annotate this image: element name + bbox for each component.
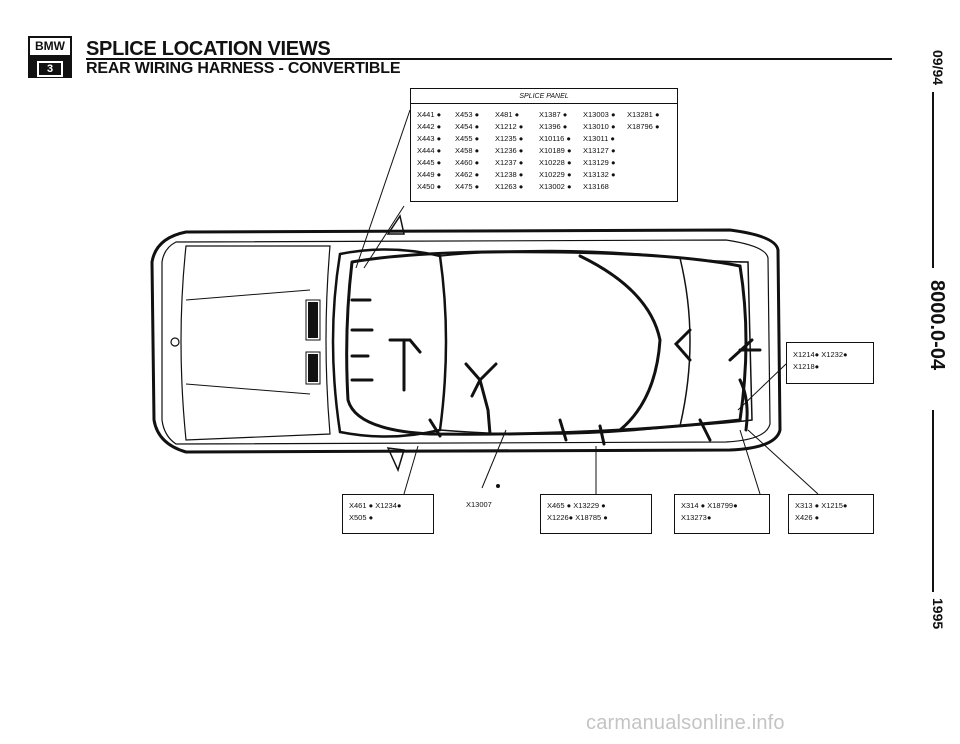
callout-line: X465 ● X13229 ● — [547, 501, 606, 510]
callout-x13007: X13007 — [466, 500, 492, 509]
splice-label: X442 ● — [417, 122, 442, 131]
splice-label: X10116 ● — [539, 134, 571, 143]
callout-line: X13273● — [681, 513, 712, 522]
splice-label: X460 ● — [455, 158, 480, 167]
splice-label: X10229 ● — [539, 170, 572, 179]
splice-label: X475 ● — [455, 182, 480, 191]
splice-label: X13127 ● — [583, 146, 616, 155]
callout-line: X314 ● X18799● — [681, 501, 738, 510]
splice-label: X13129 ● — [583, 158, 616, 167]
splice-label: X1212 ● — [495, 122, 524, 131]
splice-panel-box: SPLICE PANEL X441 ● X453 ● X481 ● X1387 … — [410, 88, 678, 202]
splice-label: X13132 ● — [583, 170, 616, 179]
splice-label: X1236 ● — [495, 146, 524, 155]
bmw-logo-text: BMW — [28, 36, 72, 57]
callout-box-bottom-left: X461 ● X1234● X505 ● — [342, 494, 434, 534]
splice-dot — [496, 484, 500, 488]
splice-label: X462 ● — [455, 170, 480, 179]
callout-box-bottom-mid: X465 ● X13229 ● X1226● X18785 ● — [540, 494, 652, 534]
splice-label: X455 ● — [455, 134, 480, 143]
splice-label: X18796 ● — [627, 122, 660, 131]
splice-label: X13168 — [583, 182, 609, 191]
car-outline — [150, 214, 782, 473]
splice-label: X13003 ● — [583, 110, 616, 119]
callout-box-right-mid: X1214● X1232● X1218● — [786, 342, 874, 384]
callout-line: X461 ● X1234● — [349, 501, 402, 510]
splice-label: X1237 ● — [495, 158, 524, 167]
splice-label: X10189 ● — [539, 146, 572, 155]
splice-label: X13010 ● — [583, 122, 616, 131]
title-rule — [86, 58, 892, 60]
splice-label: X458 ● — [455, 146, 480, 155]
callout-box-bottom-right-1: X314 ● X18799● X13273● — [674, 494, 770, 534]
callout-line: X426 ● — [795, 513, 820, 522]
watermark-text: carmanualsonline.info — [586, 712, 785, 734]
splice-label: X13281 ● — [627, 110, 660, 119]
splice-label: X444 ● — [417, 146, 442, 155]
splice-label: X1263 ● — [495, 182, 524, 191]
splice-label: X13011 ● — [583, 134, 615, 143]
grille-fill — [308, 302, 318, 382]
callout-box-bottom-right-2: X313 ● X1215● X426 ● — [788, 494, 874, 534]
splice-label: X441 ● — [417, 110, 442, 119]
splice-label: X445 ● — [417, 158, 442, 167]
callout-line: X1226● X18785 ● — [547, 513, 608, 522]
splice-label: X1235 ● — [495, 134, 524, 143]
splice-label: X449 ● — [417, 170, 442, 179]
series-number: 3 — [37, 61, 63, 77]
margin-rule-top — [932, 92, 934, 268]
splice-label: X1396 ● — [539, 122, 568, 131]
splice-label: X10228 ● — [539, 158, 572, 167]
splice-label: X453 ● — [455, 110, 480, 119]
splice-label: X1238 ● — [495, 170, 524, 179]
splice-panel-divider — [411, 103, 677, 104]
callout-line: X1214● X1232● — [793, 350, 848, 359]
page-subtitle: REAR WIRING HARNESS - CONVERTIBLE — [86, 60, 401, 77]
page-title: SPLICE LOCATION VIEWS — [86, 38, 331, 60]
splice-label: X13002 ● — [539, 182, 572, 191]
callout-line: X505 ● — [349, 513, 374, 522]
series-badge: 3 — [28, 57, 72, 78]
margin-rule-bottom — [932, 410, 934, 592]
splice-label: X1387 ● — [539, 110, 568, 119]
splice-panel-title: SPLICE PANEL — [519, 93, 569, 100]
bmw-3-series-logo: BMW 3 — [28, 36, 72, 78]
callout-line: X313 ● X1215● — [795, 501, 848, 510]
callout-leaders — [355, 109, 819, 495]
splice-label: X443 ● — [417, 134, 442, 143]
wiring-harness — [345, 250, 762, 446]
callout-line: X1218● — [793, 362, 820, 371]
splice-label: X450 ● — [417, 182, 442, 191]
splice-label: X481 ● — [495, 110, 520, 119]
splice-label: X454 ● — [455, 122, 480, 131]
